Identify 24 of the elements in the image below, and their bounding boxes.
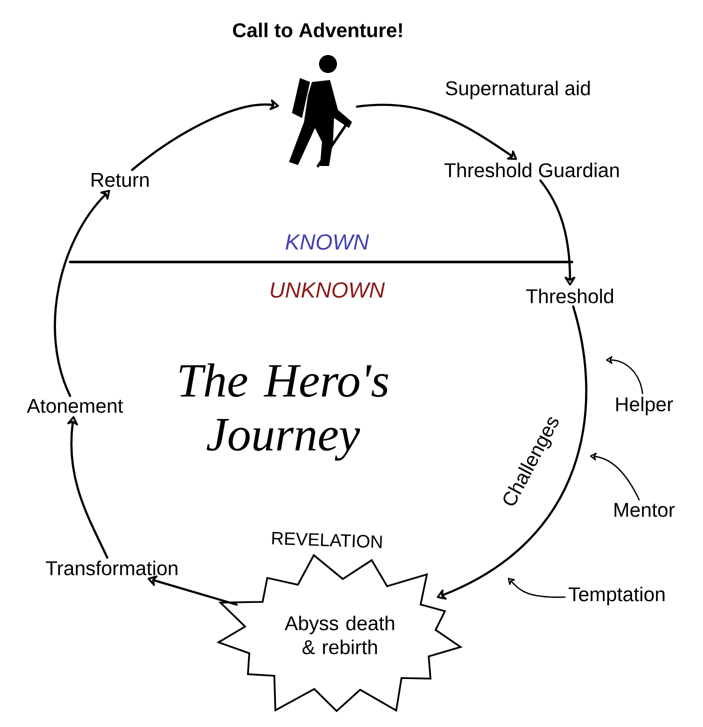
region-label: UNKNOWN xyxy=(270,282,385,298)
stage-label: Transformation xyxy=(46,560,178,576)
edge-label: Supernatural aid xyxy=(446,80,590,100)
arrow xyxy=(539,179,576,286)
region-label: KNOWN xyxy=(286,234,370,250)
arrow xyxy=(508,578,566,598)
stage-label: Threshold Guardian xyxy=(444,162,619,178)
heading-text: REVELATION xyxy=(272,532,382,548)
stage-label: Return xyxy=(92,173,149,187)
arrow xyxy=(54,190,110,397)
stage-label: Mentor xyxy=(614,503,675,517)
stage-label: Temptation xyxy=(568,586,664,606)
arrow xyxy=(606,356,644,394)
stage-label: Helper xyxy=(616,396,673,416)
arrow xyxy=(436,305,588,600)
arrow xyxy=(131,99,279,171)
arrow xyxy=(356,104,518,160)
arrow xyxy=(590,452,640,500)
title-text: The Hero's Journey xyxy=(180,363,388,461)
arrow xyxy=(67,416,108,559)
stage-label: Atonement xyxy=(26,399,124,413)
arrow xyxy=(148,576,238,606)
stage-label: Threshold xyxy=(526,288,613,304)
heading-text: Call to Adventure! xyxy=(233,22,402,38)
